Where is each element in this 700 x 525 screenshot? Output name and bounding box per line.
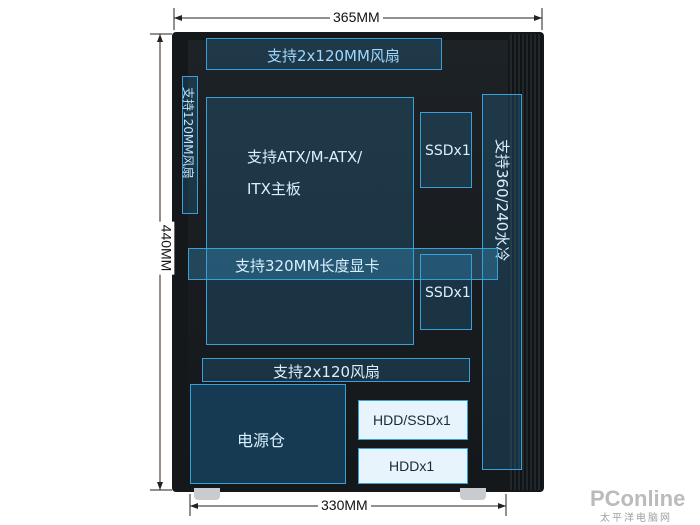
height-label: 440MM <box>158 221 175 275</box>
motherboard-zone: 支持ATX/M-ATX/ ITX主板 <box>206 97 414 345</box>
watermark-brand: PConline <box>590 486 686 511</box>
gpu-zone: 支持320MM长度显卡 <box>188 248 498 280</box>
psu-zone: 电源仓 <box>190 384 346 484</box>
motherboard-label-line2: ITX主板 <box>247 180 301 198</box>
top-fan-label: 支持2x120MM风扇 <box>267 47 400 65</box>
hdd-label: HDDx1 <box>389 458 435 474</box>
hdd-ssd-label: HDD/SSDx1 <box>373 412 451 428</box>
bottom-fan-label: 支持2x120风扇 <box>273 363 381 381</box>
ssd-mid-zone: SSDx1 <box>420 254 472 330</box>
ssd-top-zone: SSDx1 <box>420 112 472 188</box>
hdd-box: HDDx1 <box>358 448 468 484</box>
rear-fan-zone: 支持120MM风扇 <box>181 76 198 214</box>
front-panel-mesh <box>510 34 542 490</box>
motherboard-label-line1: 支持ATX/M-ATX/ <box>247 148 363 166</box>
psu-label: 电源仓 <box>237 431 286 450</box>
watermark-sub: 太平洋电脑网 <box>600 513 672 524</box>
bottom-fan-zone: 支持2x120风扇 <box>202 358 470 382</box>
foot-left <box>194 488 220 500</box>
ssd-top-label: SSDx1 <box>425 143 471 159</box>
foot-right <box>460 488 486 500</box>
gpu-label: 支持320MM长度显卡 <box>235 257 380 275</box>
top-width-label: 365MM <box>330 9 383 25</box>
radiator-label: 支持360/240水冷 <box>493 139 511 262</box>
radiator-zone: 支持360/240水冷 <box>482 94 522 470</box>
rear-fan-label: 支持120MM风扇 <box>181 87 195 179</box>
hdd-ssd-box: HDD/SSDx1 <box>358 400 468 440</box>
bottom-width-label: 330MM <box>318 497 371 513</box>
top-fan-zone: 支持2x120MM风扇 <box>206 38 442 70</box>
ssd-mid-label: SSDx1 <box>425 285 471 301</box>
